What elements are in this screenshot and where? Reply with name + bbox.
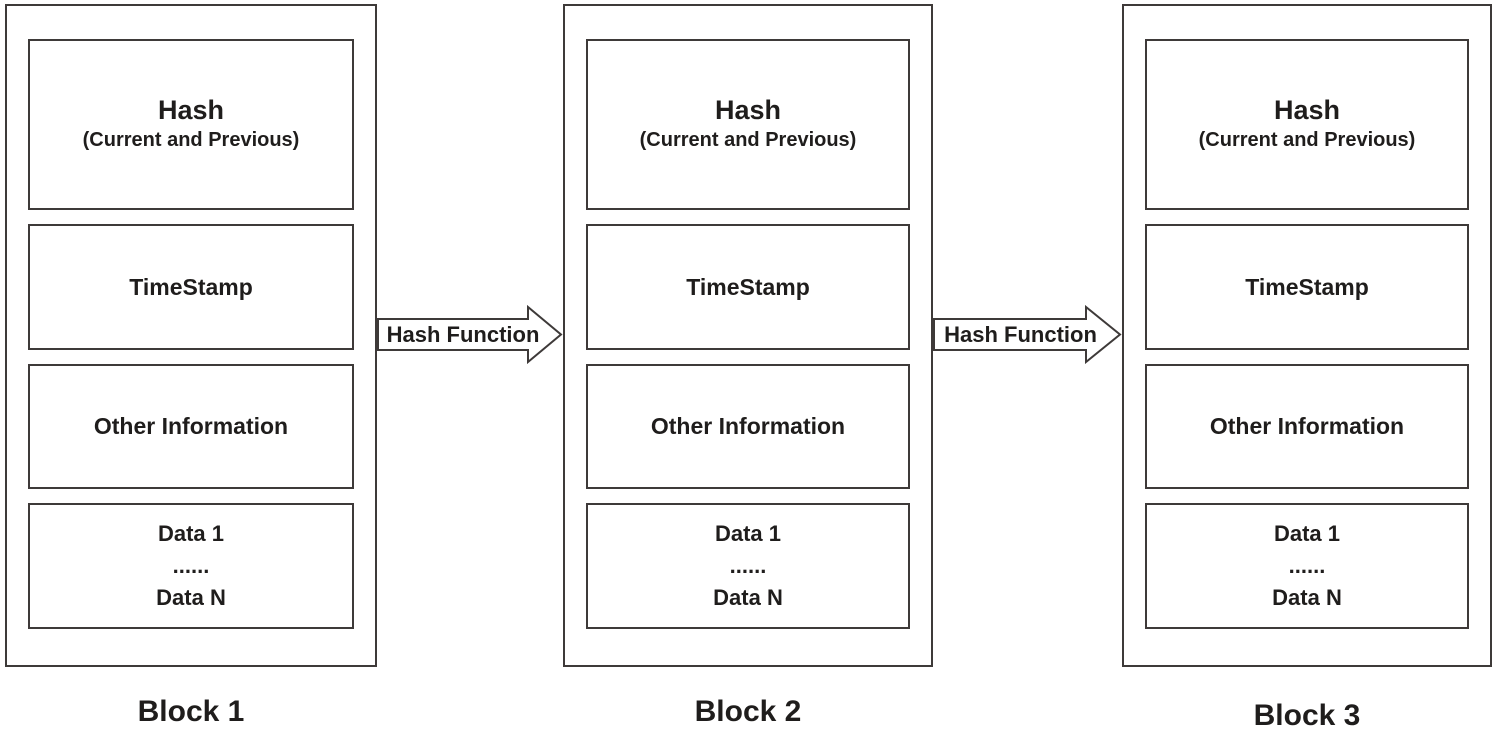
block-1: Hash (Current and Previous) TimeStamp Ot… <box>5 4 377 667</box>
hash-subtitle: (Current and Previous) <box>82 128 300 151</box>
data-ellipsis: ...... <box>172 553 210 578</box>
hash-subtitle: (Current and Previous) <box>639 128 857 151</box>
block-3-label: Block 3 <box>1253 699 1361 732</box>
block-1-other-info-box: Other Information <box>28 364 354 489</box>
block-2-timestamp-box: TimeStamp <box>586 224 910 350</box>
block-arrow-icon <box>933 305 1122 364</box>
block-3-other-info-box: Other Information <box>1145 364 1469 489</box>
hash-subtitle: (Current and Previous) <box>1198 128 1416 151</box>
timestamp-label: TimeStamp <box>129 273 253 300</box>
data-last-label: Data N <box>1272 585 1342 610</box>
block-1-timestamp-box: TimeStamp <box>28 224 354 350</box>
block-3-data-box: Data 1 ...... Data N <box>1145 503 1469 629</box>
block-2-label: Block 2 <box>694 695 802 728</box>
hash-function-arrow-2: Hash Function <box>933 305 1122 364</box>
data-last-label: Data N <box>713 585 783 610</box>
hash-title: Hash <box>714 95 782 126</box>
block-1-hash-box: Hash (Current and Previous) <box>28 39 354 210</box>
timestamp-label: TimeStamp <box>686 273 810 300</box>
hash-function-arrow-1: Hash Function <box>377 305 563 364</box>
data-first-label: Data 1 <box>714 521 782 546</box>
hash-title: Hash <box>157 95 225 126</box>
block-3-hash-box: Hash (Current and Previous) <box>1145 39 1469 210</box>
block-2-hash-box: Hash (Current and Previous) <box>586 39 910 210</box>
data-ellipsis: ...... <box>729 553 767 578</box>
hash-function-label: Hash Function <box>386 321 540 347</box>
other-info-label: Other Information <box>650 413 846 439</box>
other-info-label: Other Information <box>93 413 289 439</box>
timestamp-label: TimeStamp <box>1245 273 1369 300</box>
block-3-timestamp-box: TimeStamp <box>1145 224 1469 350</box>
data-last-label: Data N <box>156 585 226 610</box>
hash-function-label: Hash Function <box>944 321 1097 347</box>
hash-title: Hash <box>1273 95 1341 126</box>
data-first-label: Data 1 <box>157 521 225 546</box>
block-1-data-box: Data 1 ...... Data N <box>28 503 354 629</box>
other-info-label: Other Information <box>1209 413 1405 439</box>
data-first-label: Data 1 <box>1273 521 1341 546</box>
block-2-other-info-box: Other Information <box>586 364 910 489</box>
block-arrow-icon <box>377 305 563 364</box>
block-2-data-box: Data 1 ...... Data N <box>586 503 910 629</box>
block-1-label: Block 1 <box>137 695 245 728</box>
block-3: Hash (Current and Previous) TimeStamp Ot… <box>1122 4 1492 667</box>
data-ellipsis: ...... <box>1288 553 1326 578</box>
block-2: Hash (Current and Previous) TimeStamp Ot… <box>563 4 933 667</box>
